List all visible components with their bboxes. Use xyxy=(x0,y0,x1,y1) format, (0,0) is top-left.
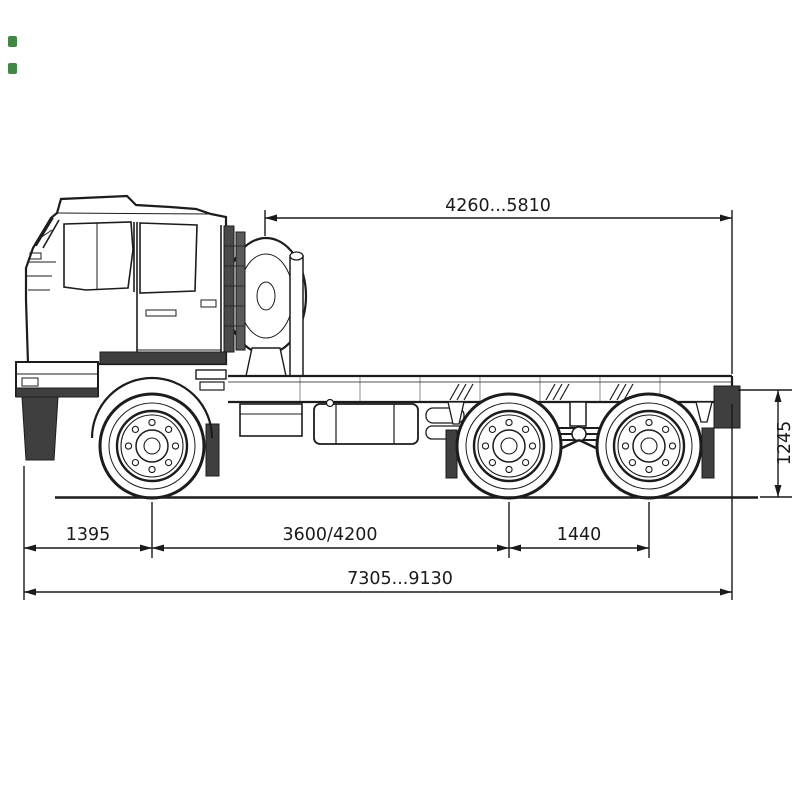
air-intake-stack xyxy=(223,225,246,353)
front-spoiler xyxy=(21,396,59,461)
equipment xyxy=(239,398,465,445)
dimension-label-rear-spacing: 1440 xyxy=(557,525,602,545)
mud-flaps xyxy=(205,423,715,479)
windshield xyxy=(35,217,60,249)
dimension-height: 1245 xyxy=(738,389,795,498)
rear-bracket xyxy=(713,385,741,429)
side-window xyxy=(63,221,134,291)
cab xyxy=(24,194,228,439)
front-wheel xyxy=(98,392,206,500)
truck-drawing xyxy=(15,194,758,500)
battery-box xyxy=(239,403,303,437)
front-fender xyxy=(90,376,214,439)
dimension-label-front-overhang: 1395 xyxy=(66,525,111,545)
middle-wheel xyxy=(455,392,563,500)
front-bumper xyxy=(15,361,99,461)
fuel-tank xyxy=(313,403,419,445)
cab-step xyxy=(199,381,225,391)
dimension-label-top-span: 4260...5810 xyxy=(445,196,551,216)
dimension-top-span: 4260...5810 xyxy=(264,196,733,600)
dimension-overall: 7305...9130 xyxy=(24,569,732,596)
dimension-label-height: 1245 xyxy=(775,421,795,466)
watermark-marks xyxy=(8,36,17,74)
dimension-bottom-chain: 1395 3600/4200 1440 xyxy=(23,466,650,600)
door-handle xyxy=(200,299,217,308)
dimension-label-overall: 7305...9130 xyxy=(347,569,453,589)
fog-lamp xyxy=(21,377,39,387)
door-window xyxy=(139,222,198,294)
dimension-label-wheelbase: 3600/4200 xyxy=(283,525,378,545)
frame-brackets xyxy=(449,383,634,401)
cab-outline xyxy=(24,194,228,366)
air-tank xyxy=(425,407,465,424)
rear-wheel xyxy=(595,392,703,500)
cab-step xyxy=(195,369,227,380)
